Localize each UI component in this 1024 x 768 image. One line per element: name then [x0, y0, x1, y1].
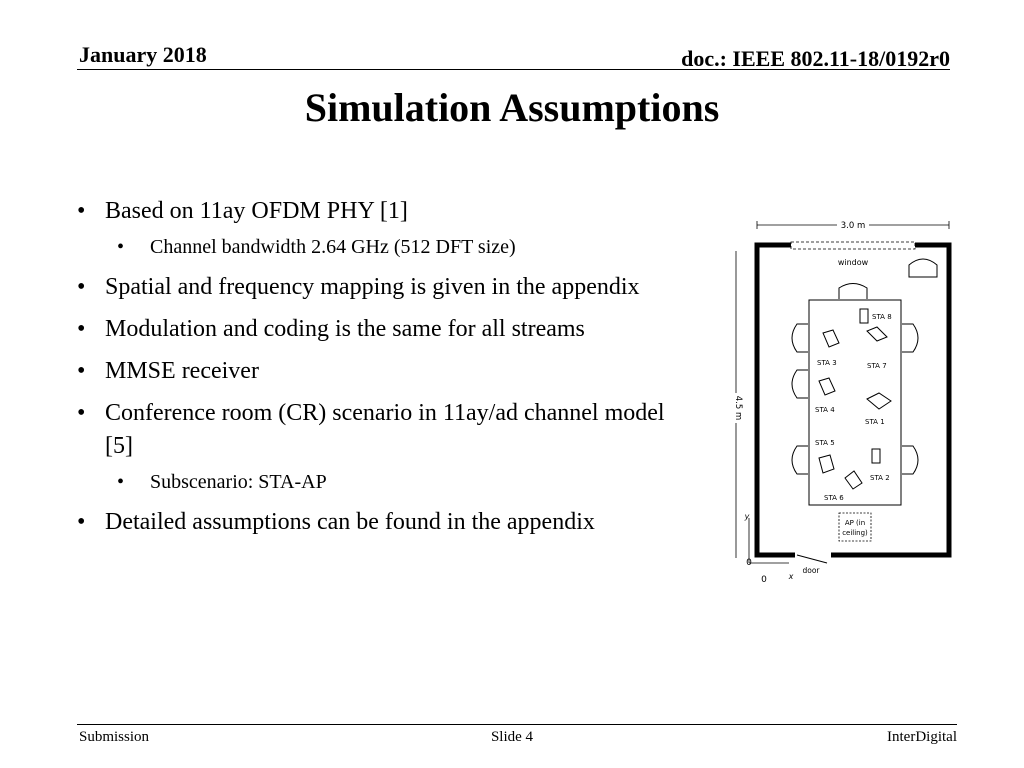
bullet-item: Modulation and coding is the same for al… — [75, 313, 695, 346]
station-label: STA 8 — [872, 313, 892, 321]
bullet-list: Based on 11ay OFDM PHY [1] Channel bandw… — [75, 195, 695, 548]
station-label: STA 2 — [870, 474, 890, 482]
bullet-item: Detailed assumptions can be found in the… — [75, 506, 695, 539]
header-divider — [77, 69, 950, 70]
laptop-icons — [818, 308, 892, 490]
station-label: STA 4 — [815, 406, 835, 414]
header-doc-id: doc.: IEEE 802.11-18/0192r0 — [681, 46, 950, 71]
station-label: STA 7 — [867, 362, 887, 370]
station-label: STA 3 — [817, 359, 837, 367]
projector-icon — [866, 392, 892, 410]
laptop-icon — [866, 326, 888, 342]
window-label: window — [838, 258, 869, 267]
station-label: STA 5 — [815, 439, 835, 447]
bullet-item: Spatial and frequency mapping is given i… — [75, 271, 695, 304]
x-axis-label: x — [788, 572, 794, 581]
door-gap — [795, 550, 831, 558]
footer-slide-number: Slide 4 — [490, 729, 534, 745]
origin-y-label: 0 — [746, 558, 752, 568]
laptop-icon — [818, 454, 835, 474]
bullet-item: Based on 11ay OFDM PHY [1] — [75, 195, 695, 228]
door — [796, 554, 828, 564]
footer-submission: Submission — [79, 729, 150, 745]
sub-bullet-item: Channel bandwidth 2.64 GHz (512 DFT size… — [75, 233, 695, 261]
window — [790, 241, 916, 250]
chairs — [791, 258, 938, 475]
header-date: January 2018 — [79, 42, 207, 67]
slide-title: Simulation Assumptions — [304, 85, 720, 130]
station-label: STA 6 — [824, 494, 844, 502]
bullet-item: Conference room (CR) scenario in 11ay/ad… — [75, 397, 695, 463]
y-axis-label: y — [744, 512, 750, 521]
footer-company: InterDigital — [887, 729, 957, 745]
door-label: door — [802, 566, 820, 575]
conference-room-diagram: 3.0 m 4.5 m window door STA 8 STA 3 STA … — [733, 221, 952, 585]
laptop-icon — [822, 329, 840, 348]
access-point-box — [838, 512, 872, 542]
laptop-icon — [818, 377, 836, 396]
phone-icon — [859, 308, 869, 324]
ap-label: AP (in — [845, 519, 865, 527]
bullet-item: MMSE receiver — [75, 355, 695, 388]
ap-label: ceiling) — [842, 529, 868, 537]
origin-x-label: 0 — [761, 575, 767, 585]
sub-bullet-item: Subscenario: STA-AP — [75, 468, 695, 496]
station-label: STA 1 — [865, 418, 885, 426]
phone-icon — [871, 448, 881, 464]
footer-divider — [77, 724, 957, 725]
height-label: 4.5 m — [733, 396, 743, 421]
laptop-icon — [844, 470, 863, 490]
width-label: 3.0 m — [841, 221, 866, 231]
